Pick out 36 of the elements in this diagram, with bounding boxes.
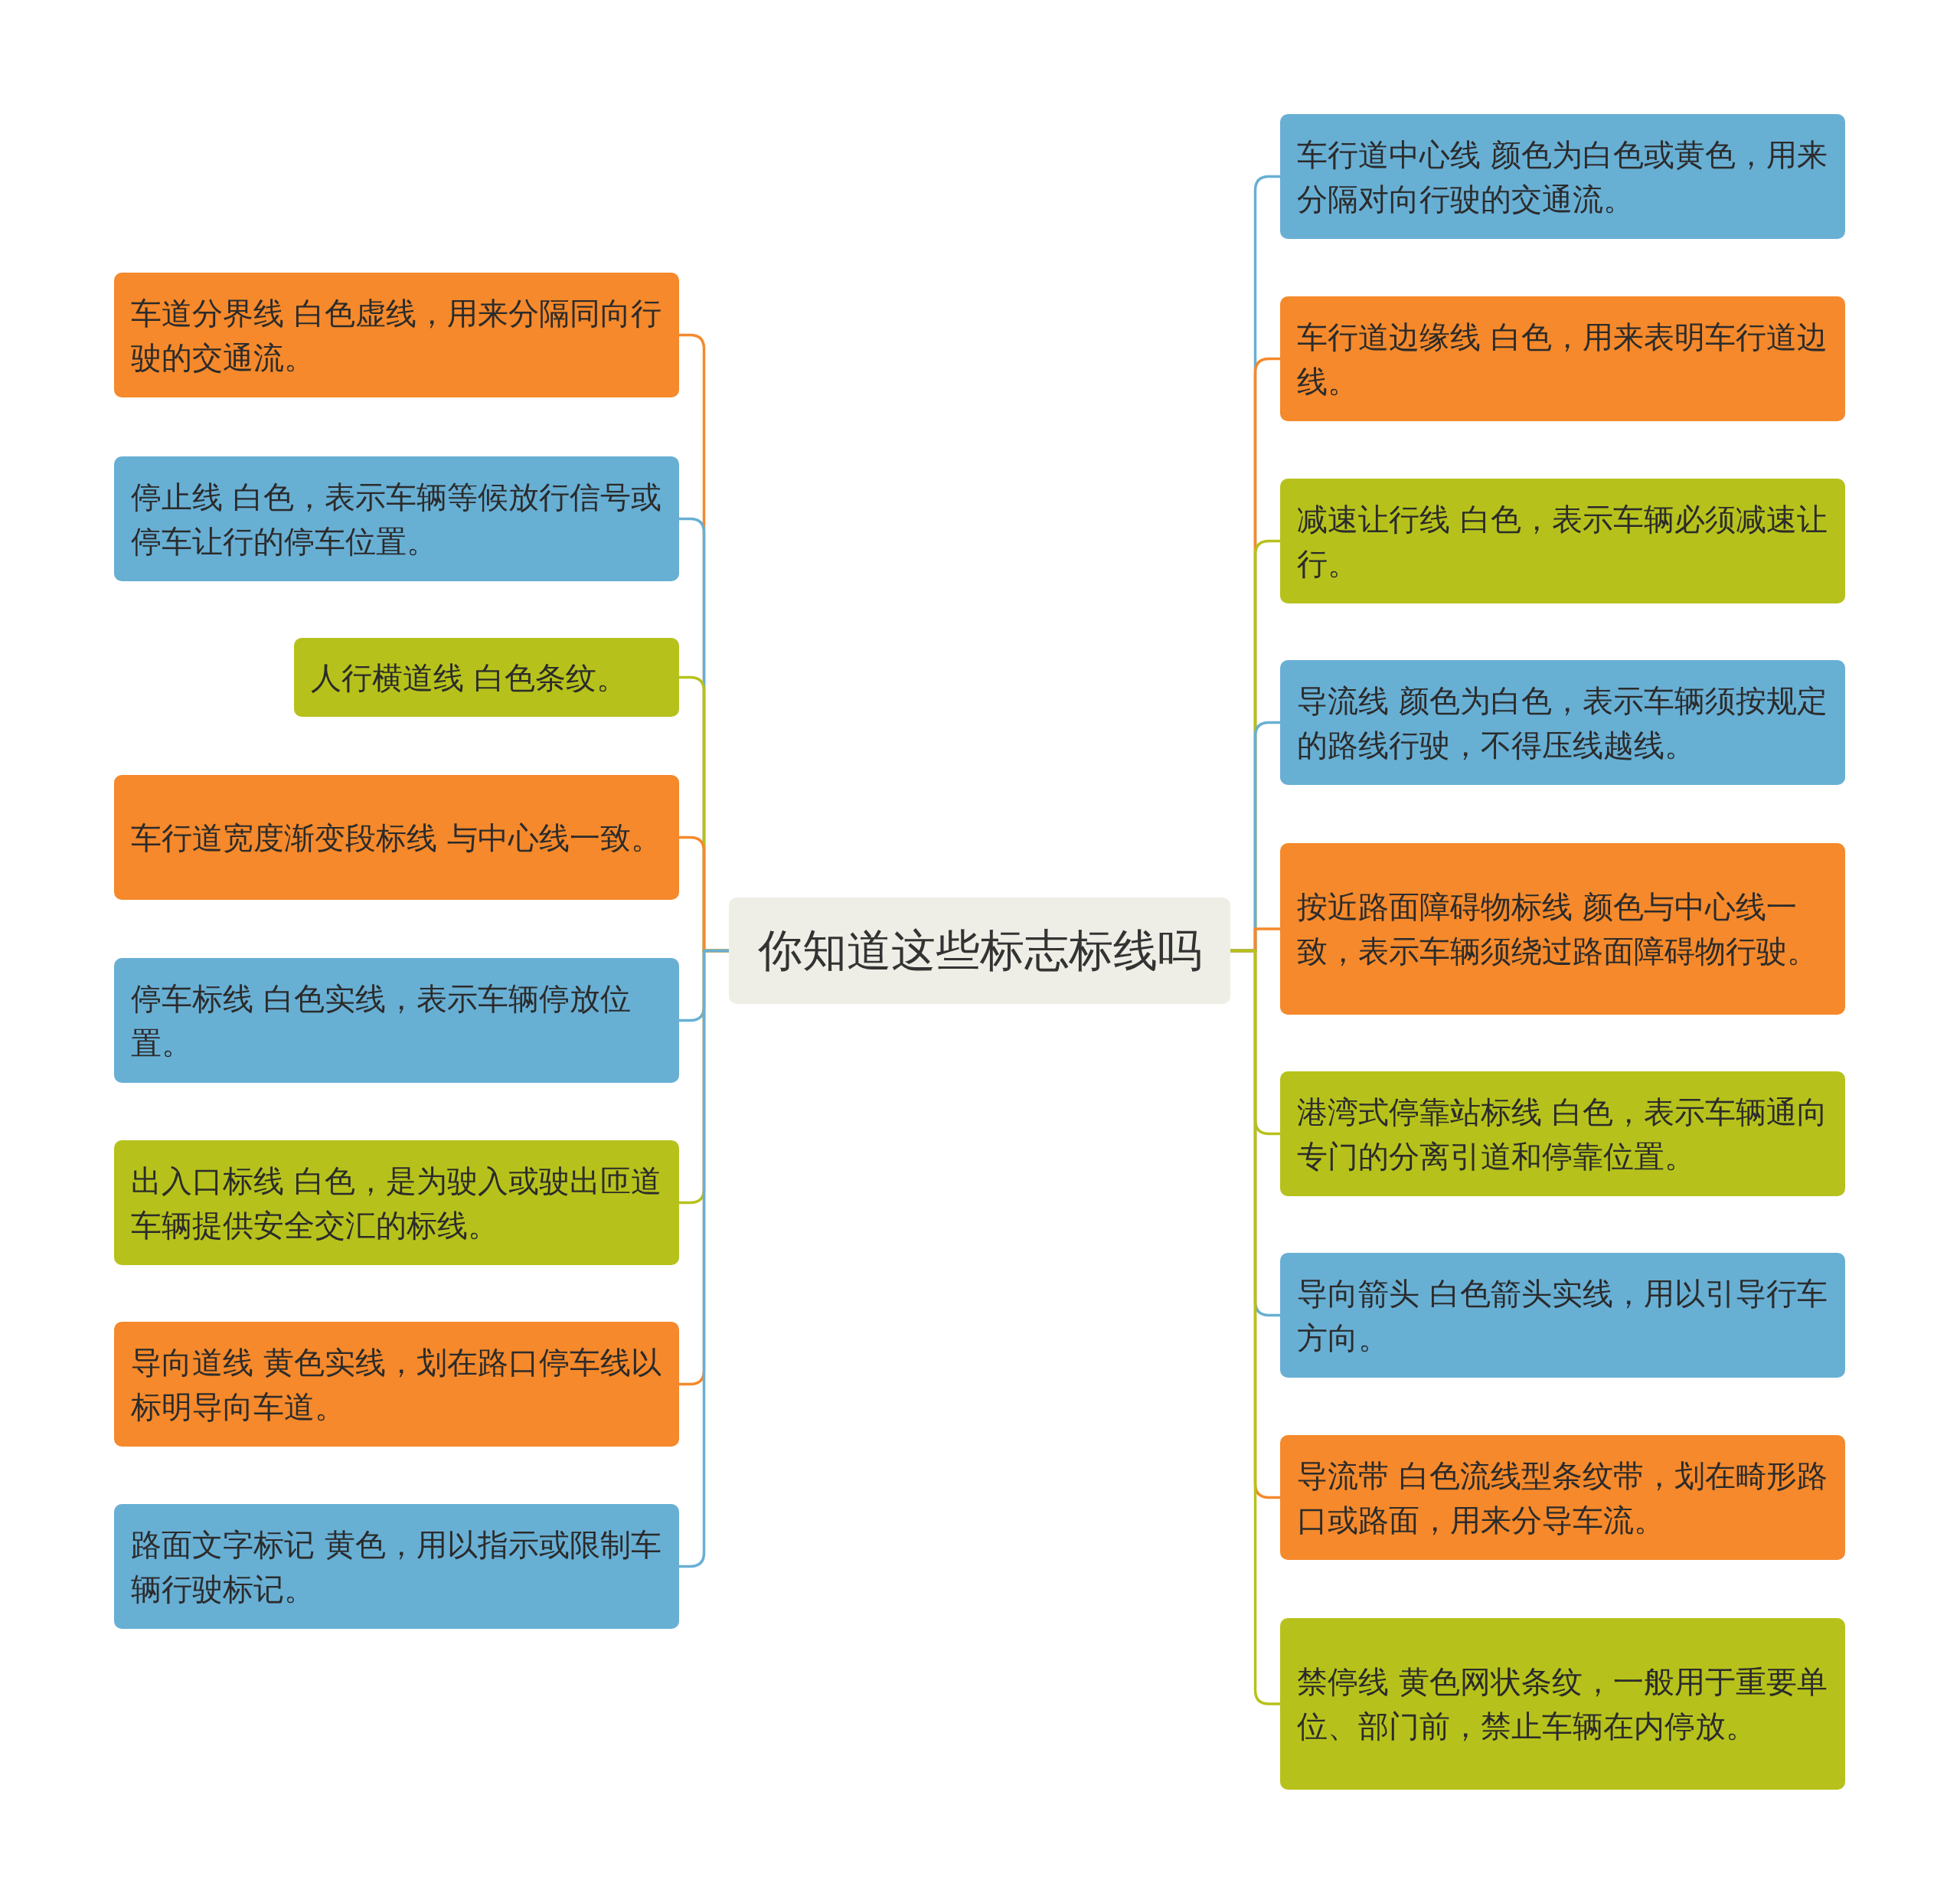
topic-text: 停止线 白色，表示车辆等候放行信号或停车让行的停车位置。: [131, 478, 662, 561]
topic-box: [1280, 1071, 1845, 1196]
topic-box: [114, 775, 679, 900]
topic-box: [114, 1140, 679, 1265]
topic-text: 导向箭头 白色箭头实线，用以引导行车方向。: [1297, 1274, 1828, 1357]
topic-box: [1280, 1253, 1845, 1378]
topic-text: 港湾式停靠站标线 白色，表示车辆通向专门的分离引道和停靠位置。: [1297, 1093, 1828, 1175]
topic-box: [114, 958, 679, 1083]
topic-box: [114, 1322, 679, 1447]
topic-box: [1280, 1618, 1845, 1790]
topic-text: 车道分界线 白色虚线，用来分隔同向行驶的交通流。: [131, 294, 662, 377]
topic-box: [1280, 479, 1845, 603]
topic-text: 路面文字标记 黄色，用以指示或限制车辆行驶标记。: [131, 1525, 662, 1608]
topic-box: [1280, 660, 1845, 785]
topic-text: 车行道宽度渐变段标线 与中心线一致。: [131, 819, 662, 857]
topic-box: [1280, 843, 1845, 1015]
topic-box: [114, 1504, 679, 1629]
topic-text: 停车标线 白色实线，表示车辆停放位置。: [131, 979, 632, 1062]
topic-box: [294, 638, 679, 717]
topic-text: 导流线 颜色为白色，表示车辆须按规定的路线行驶，不得压线越线。: [1297, 682, 1828, 764]
topic-text: 导向道线 黄色实线，划在路口停车线以标明导向车道。: [131, 1343, 662, 1426]
topic-box: [1280, 296, 1845, 421]
topic-text: 减速让行线 白色，表示车辆必须减速让行。: [1297, 500, 1828, 583]
topic-text: 车行道边缘线 白色，用来表明车行道边线。: [1297, 318, 1828, 401]
topic-text: 导流带 白色流线型条纹带，划在畸形路口或路面，用来分导车流。: [1297, 1457, 1828, 1539]
topic-box: [114, 273, 679, 397]
central-topic-text: 你知道这些标志标线吗: [757, 924, 1202, 979]
topic-box: [114, 456, 679, 581]
topic-text: 出入口标线 白色，是为驶入或驶出匝道车辆提供安全交汇的标线。: [131, 1162, 662, 1244]
topic-text: 禁停线 黄色网状条纹，一般用于重要单位、部门前，禁止车辆在内停放。: [1297, 1663, 1828, 1745]
topic-text: 按近路面障碍物标线 颜色与中心线一致，表示车辆须绕过路面障碍物行驶。: [1297, 888, 1818, 970]
central-topic-box: [729, 898, 1230, 1004]
topic-text: 人行横道线 白色条纹。: [311, 659, 627, 697]
topic-box: [1280, 114, 1845, 239]
topic-text: 车行道中心线 颜色为白色或黄色，用来分隔对向行驶的交通流。: [1297, 136, 1828, 218]
topic-box: [1280, 1435, 1845, 1560]
